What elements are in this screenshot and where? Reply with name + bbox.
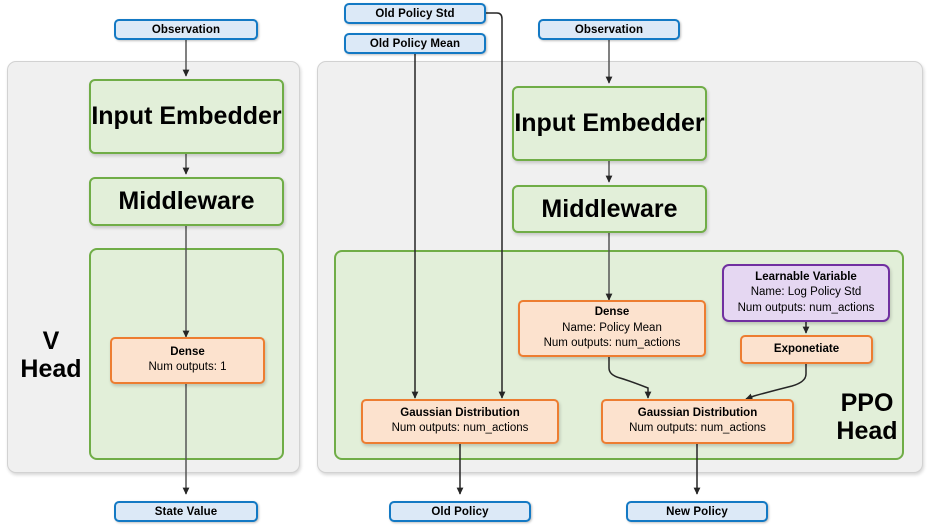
ppo-head-label-line2: Head: [836, 417, 898, 445]
dense-v-title: Dense: [170, 346, 205, 359]
observation-input-v[interactable]: Observation: [114, 19, 258, 40]
gaussian-distribution-new[interactable]: Gaussian Distribution Num outputs: num_a…: [601, 399, 794, 444]
input-embedder-ppo-label: Input Embedder: [514, 109, 705, 137]
input-embedder-v[interactable]: Input Embedder: [89, 79, 284, 154]
dense-policy-mean[interactable]: Dense Name: Policy Mean Num outputs: num…: [518, 300, 706, 357]
middleware-ppo-label: Middleware: [541, 194, 678, 223]
dense-policy-mean-title: Dense: [594, 306, 630, 319]
input-embedder-ppo[interactable]: Input Embedder: [512, 86, 707, 161]
old-policy-mean-input[interactable]: Old Policy Mean: [344, 33, 486, 54]
dense-policy-mean-num-outputs: Num outputs: num_actions: [543, 337, 681, 350]
old-policy-output[interactable]: Old Policy: [389, 501, 531, 522]
v-head-label-line1: V: [42, 327, 60, 355]
ppo-head-label-line1: PPO: [840, 389, 894, 417]
state-value-output[interactable]: State Value: [114, 501, 258, 522]
old-policy-std-input-label: Old Policy Std: [375, 7, 455, 20]
gaussian-distribution-new-num-outputs: Num outputs: num_actions: [629, 422, 766, 435]
observation-input-ppo[interactable]: Observation: [538, 19, 680, 40]
v-head-label-line2: Head: [20, 355, 82, 383]
learnable-variable-title: Learnable Variable: [755, 270, 857, 283]
new-policy-output-label: New Policy: [666, 505, 728, 518]
middleware-v-label: Middleware: [118, 187, 255, 215]
dense-policy-mean-name: Name: Policy Mean: [562, 321, 662, 334]
old-policy-output-label: Old Policy: [431, 505, 489, 518]
old-policy-mean-input-label: Old Policy Mean: [369, 37, 461, 50]
new-policy-output[interactable]: New Policy: [626, 501, 768, 522]
gaussian-distribution-old-title: Gaussian Distribution: [400, 407, 520, 420]
middleware-v[interactable]: Middleware: [89, 177, 284, 226]
middleware-ppo[interactable]: Middleware: [512, 185, 707, 233]
old-policy-std-input[interactable]: Old Policy Std: [344, 3, 486, 24]
gaussian-distribution-old[interactable]: Gaussian Distribution Num outputs: num_a…: [361, 399, 559, 444]
gaussian-distribution-old-num-outputs: Num outputs: num_actions: [391, 422, 529, 435]
input-embedder-v-label: Input Embedder: [91, 102, 282, 130]
learnable-variable-log-policy-std[interactable]: Learnable Variable Name: Log Policy Std …: [722, 264, 890, 322]
state-value-output-label: State Value: [154, 505, 218, 518]
exponetiate[interactable]: Exponetiate: [740, 335, 873, 364]
observation-input-v-label: Observation: [151, 23, 221, 36]
learnable-variable-name: Name: Log Policy Std: [750, 286, 862, 299]
observation-input-ppo-label: Observation: [574, 23, 644, 36]
ppo-head-label: PPO Head: [822, 389, 912, 445]
dense-v[interactable]: Dense Num outputs: 1: [110, 337, 265, 384]
learnable-variable-num-outputs: Num outputs: num_actions: [737, 301, 875, 314]
exponetiate-label: Exponetiate: [773, 342, 840, 355]
v-head-label: V Head: [16, 327, 86, 383]
gaussian-distribution-new-title: Gaussian Distribution: [637, 407, 758, 420]
dense-v-num-outputs: Num outputs: 1: [148, 361, 227, 374]
